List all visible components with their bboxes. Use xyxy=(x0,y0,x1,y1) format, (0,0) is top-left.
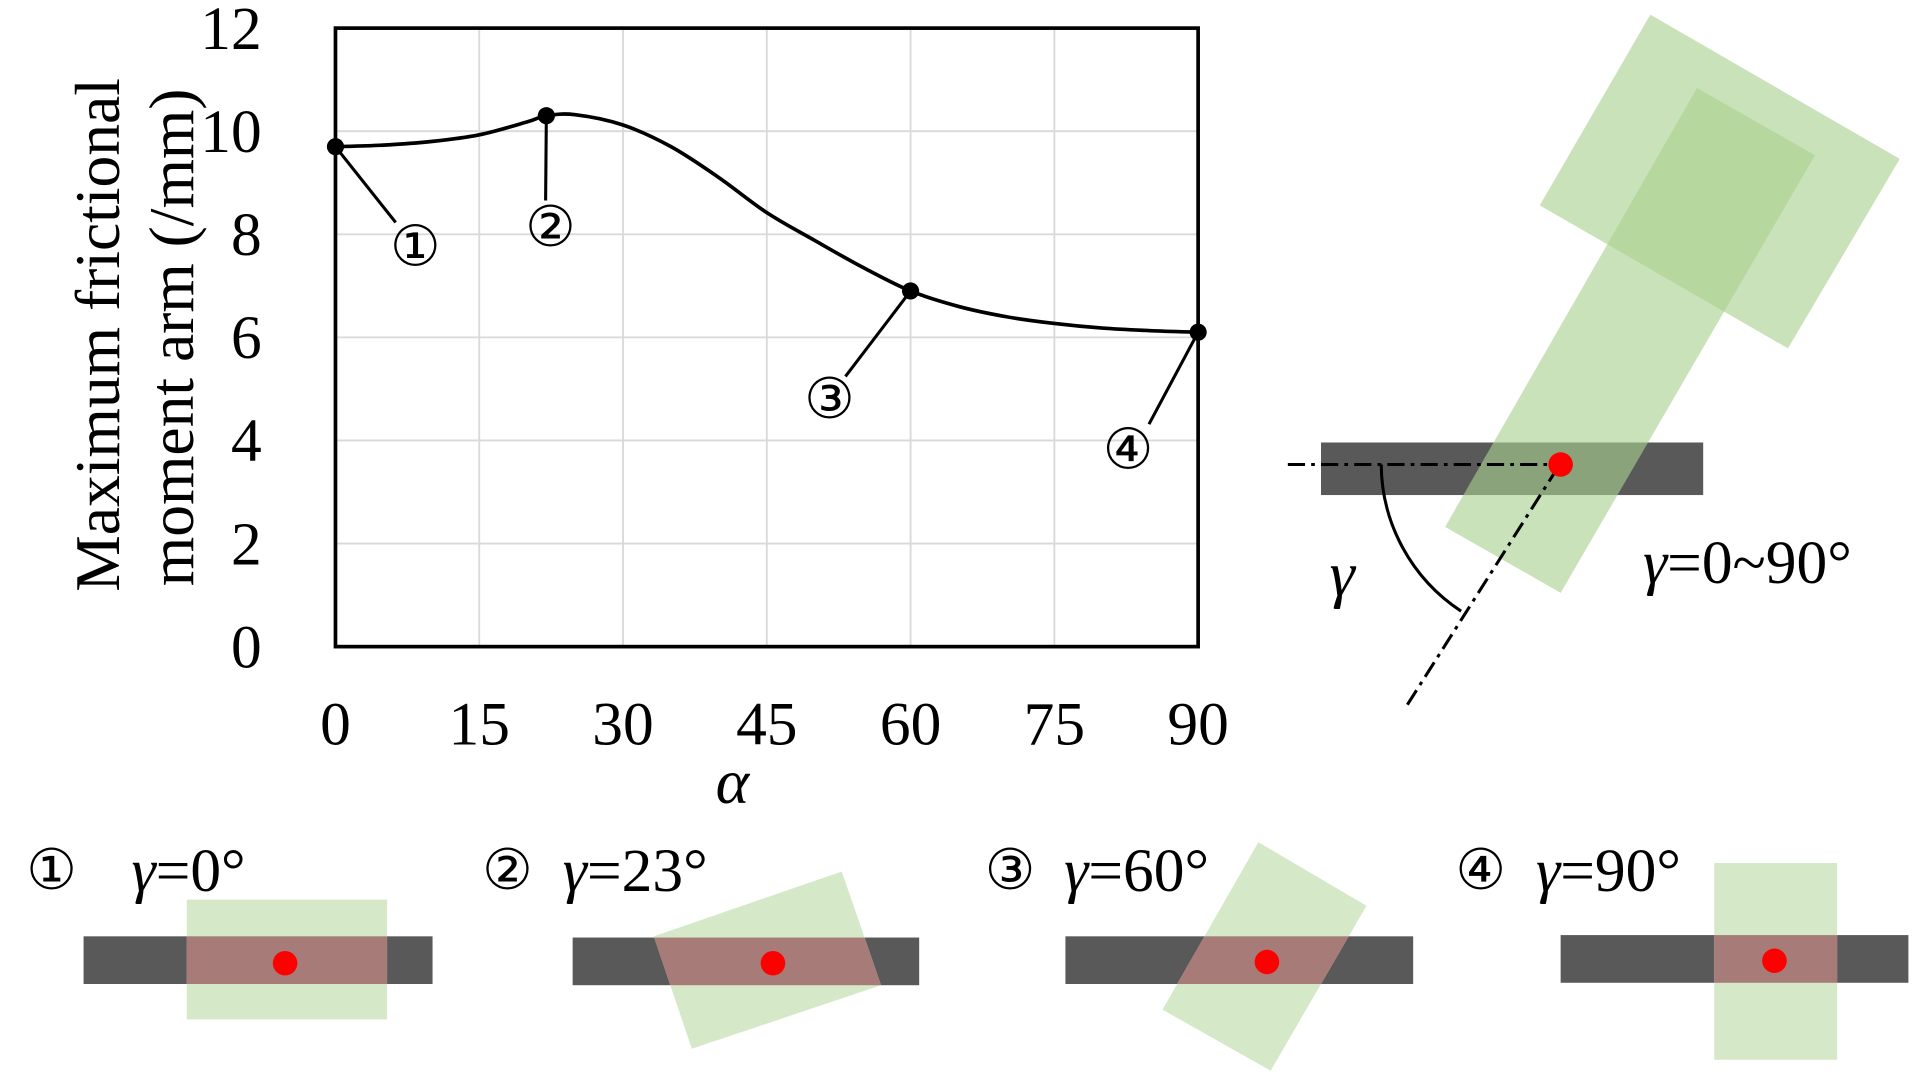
y-tick-label: 10 xyxy=(200,98,261,166)
x-axis-tick-labels: 0 15 30 45 60 75 90 xyxy=(320,691,1229,759)
x-tick-label: 15 xyxy=(449,691,510,759)
panel-label: γ=0° xyxy=(131,837,245,905)
y-tick-label: 8 xyxy=(231,201,262,269)
rotation-diagram: γ γ=0~90° xyxy=(1287,14,1900,707)
contact-point xyxy=(1762,948,1787,973)
contact-point xyxy=(760,950,786,976)
x-tick-label: 75 xyxy=(1024,691,1085,759)
panel-marker: ③ xyxy=(985,838,1036,903)
panel-symbol: γ xyxy=(131,837,157,905)
angle-range-label: γ=0~90° xyxy=(1643,529,1852,597)
x-tick-label: 60 xyxy=(880,691,941,759)
angle-range-symbol: γ xyxy=(1643,529,1669,597)
marker-label: ② xyxy=(525,195,576,260)
angle-symbol: γ xyxy=(1330,538,1357,609)
marker-leader xyxy=(1147,331,1200,425)
y-tick-label: 6 xyxy=(231,304,262,372)
marker-leader xyxy=(334,145,397,224)
y-tick-label: 0 xyxy=(231,614,262,682)
panel-value: =60° xyxy=(1088,837,1209,905)
marker-leader xyxy=(544,115,548,201)
panel-label: γ=90° xyxy=(1536,837,1681,905)
contact-point xyxy=(1254,949,1280,975)
series-line xyxy=(335,112,1199,335)
panel-marker: ① xyxy=(26,838,77,903)
x-axis-label: α xyxy=(716,746,751,817)
panel-label: γ=23° xyxy=(563,837,708,905)
y-tick-label: 2 xyxy=(231,510,262,578)
series-group xyxy=(335,112,1199,335)
reference-line-rotated xyxy=(1405,466,1560,707)
panel-value: =0° xyxy=(156,837,246,905)
marker-group: ① ② ③ ④ xyxy=(326,107,1207,482)
chart: 0 2 4 6 8 10 12 0 15 30 45 60 75 90 Maximum friction… xyxy=(62,0,1229,817)
marker-point xyxy=(537,107,555,125)
panel-symbol: γ xyxy=(1536,837,1562,905)
panel-symbol: γ xyxy=(1064,837,1090,905)
marker-label: ④ xyxy=(1103,417,1154,482)
config-panel-4: ④ γ=90° xyxy=(1455,837,1909,1060)
y-axis-label-line-2: moment arm (/mm) xyxy=(136,89,207,587)
marker-point xyxy=(1189,323,1207,341)
config-panel-2: ② γ=23° xyxy=(482,837,920,1049)
angle-arc xyxy=(1379,464,1462,613)
panel-symbol: γ xyxy=(563,837,589,905)
contact-point xyxy=(1548,452,1573,477)
marker-leader xyxy=(844,290,912,378)
x-tick-label: 90 xyxy=(1167,691,1228,759)
y-axis-tick-labels: 0 2 4 6 8 10 12 xyxy=(200,0,261,681)
panel-value: =23° xyxy=(587,837,708,905)
angle-range-value: =0~90° xyxy=(1667,529,1852,597)
x-tick-label: 0 xyxy=(320,691,351,759)
y-tick-label: 4 xyxy=(231,407,262,475)
config-panel-3: ③ γ=60° xyxy=(985,837,1414,1071)
x-tick-label: 45 xyxy=(736,691,797,759)
panel-label: γ=60° xyxy=(1064,837,1209,905)
config-panel-1: ① γ=0° xyxy=(26,837,433,1020)
y-tick-label: 12 xyxy=(200,0,261,63)
plate-stem xyxy=(1445,88,1816,593)
panel-marker: ② xyxy=(482,838,533,903)
gridlines xyxy=(335,28,1199,647)
x-tick-label: 30 xyxy=(592,691,653,759)
marker-point xyxy=(326,138,345,156)
marker-label: ③ xyxy=(804,367,855,432)
panel-value: =90° xyxy=(1560,837,1681,905)
contact-point xyxy=(272,950,298,976)
marker-point xyxy=(901,282,920,300)
marker-label: ① xyxy=(390,215,441,280)
y-axis-label-line-1: Maximum frictional xyxy=(62,78,133,592)
panel-marker: ④ xyxy=(1455,838,1506,903)
